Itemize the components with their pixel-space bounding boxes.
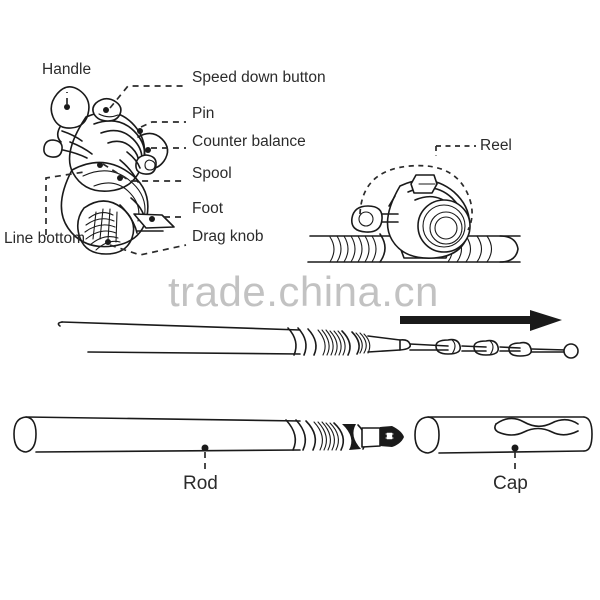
callout-label-reel: Reel	[480, 137, 512, 154]
callout-label-rod: Rod	[183, 473, 218, 494]
callout-dots-bottom	[201, 444, 519, 452]
rod-grip-ribs	[329, 233, 386, 263]
callout-label-pin: Pin	[192, 105, 215, 122]
extended-rod-drawing	[57, 310, 579, 359]
collapsed-rod-drawing	[13, 416, 593, 474]
cap-drawing	[414, 416, 593, 454]
callout-label-line-bottom: Line bottom	[4, 230, 85, 247]
callout-label-drag-knob: Drag knob	[192, 228, 264, 245]
reel-handle-group	[43, 86, 93, 159]
rod-section-hatching	[317, 329, 346, 356]
extend-direction-arrow	[400, 310, 562, 331]
callout-label-handle: Handle	[42, 61, 92, 78]
callout-label-cap: Cap	[493, 473, 528, 494]
callout-leaders-reel	[45, 85, 187, 256]
reel-mounted-drawing	[307, 145, 521, 263]
reel-exploded-drawing	[43, 85, 187, 256]
mounted-reel-body	[350, 174, 471, 259]
callout-dots-reel	[64, 104, 155, 245]
drag-knob-ridges	[84, 208, 121, 251]
callout-label-spool: Spool	[192, 165, 232, 182]
callout-label-counter-balance: Counter balance	[192, 133, 306, 150]
callout-label-speed-down-button: Speed down button	[192, 69, 326, 86]
callout-label-foot: Foot	[192, 200, 224, 217]
